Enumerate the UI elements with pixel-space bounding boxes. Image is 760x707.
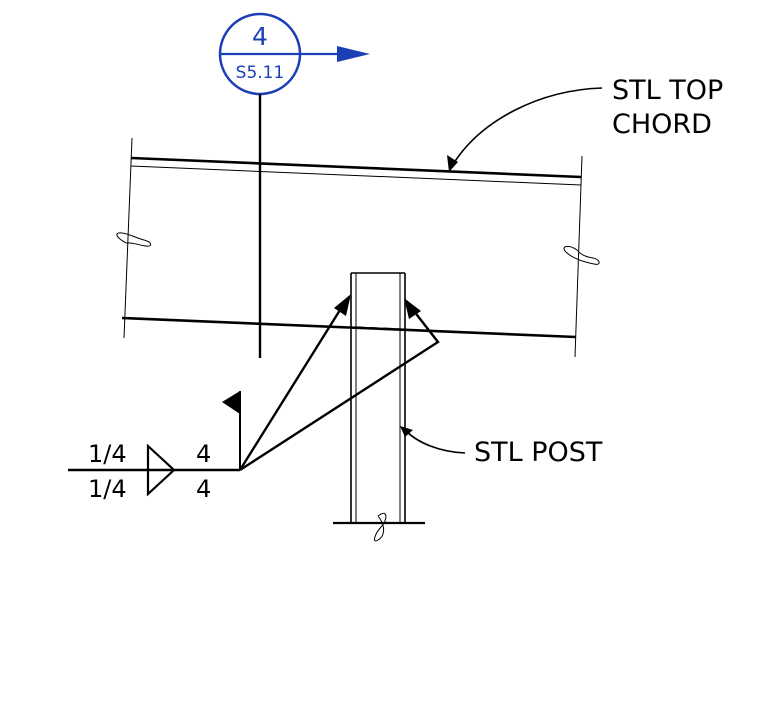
- section-cut-arrow-head: [337, 46, 370, 62]
- top-chord-leader: [451, 87, 603, 167]
- top-chord-left-break-line: [123, 137, 133, 339]
- top-chord-top-edge: [130, 156, 582, 179]
- top-chord-bottom-edge: [121, 316, 577, 339]
- field-weld-flag-icon: [222, 391, 240, 414]
- weld-size-other-side: 1/4: [88, 475, 127, 503]
- weld-arrow-leader-left: [238, 301, 347, 471]
- section-marker: 4 S5.11: [218, 12, 370, 96]
- post-leader-arrowhead: [400, 426, 413, 437]
- weld-arrow-right-head: [404, 298, 421, 319]
- post-hidden-chord-line: [355, 326, 401, 330]
- top-chord-leader-arrowhead: [447, 155, 458, 172]
- top-chord-left-break-symbol: [116, 232, 152, 247]
- weld-length-arrow-side: 4: [196, 440, 211, 468]
- weld-size-arrow-side: 1/4: [88, 440, 127, 468]
- top-chord-inner-line: [130, 165, 582, 186]
- section-sheet-reference: S5.11: [236, 63, 285, 83]
- weld-arrow-leader-right: [239, 305, 440, 472]
- steel-top-chord: [116, 137, 600, 358]
- post-label: STL POST: [474, 437, 603, 468]
- weld-symbol: 1/4 1/4 4 4: [68, 294, 440, 503]
- post-leader: [405, 430, 466, 454]
- weld-length-other-side: 4: [196, 475, 211, 503]
- post-break-symbol: [373, 512, 387, 542]
- fillet-weld-both-sides-icon: [146, 443, 176, 497]
- top-chord-right-break-symbol: [563, 245, 600, 265]
- weld-arrow-left-head: [334, 294, 351, 316]
- top-chord-label-line2: CHORD: [612, 109, 712, 140]
- top-chord-label-line1: STL TOP: [612, 75, 723, 106]
- steel-post: [333, 272, 425, 542]
- top-chord-right-break-line: [574, 155, 583, 358]
- section-number: 4: [252, 22, 268, 51]
